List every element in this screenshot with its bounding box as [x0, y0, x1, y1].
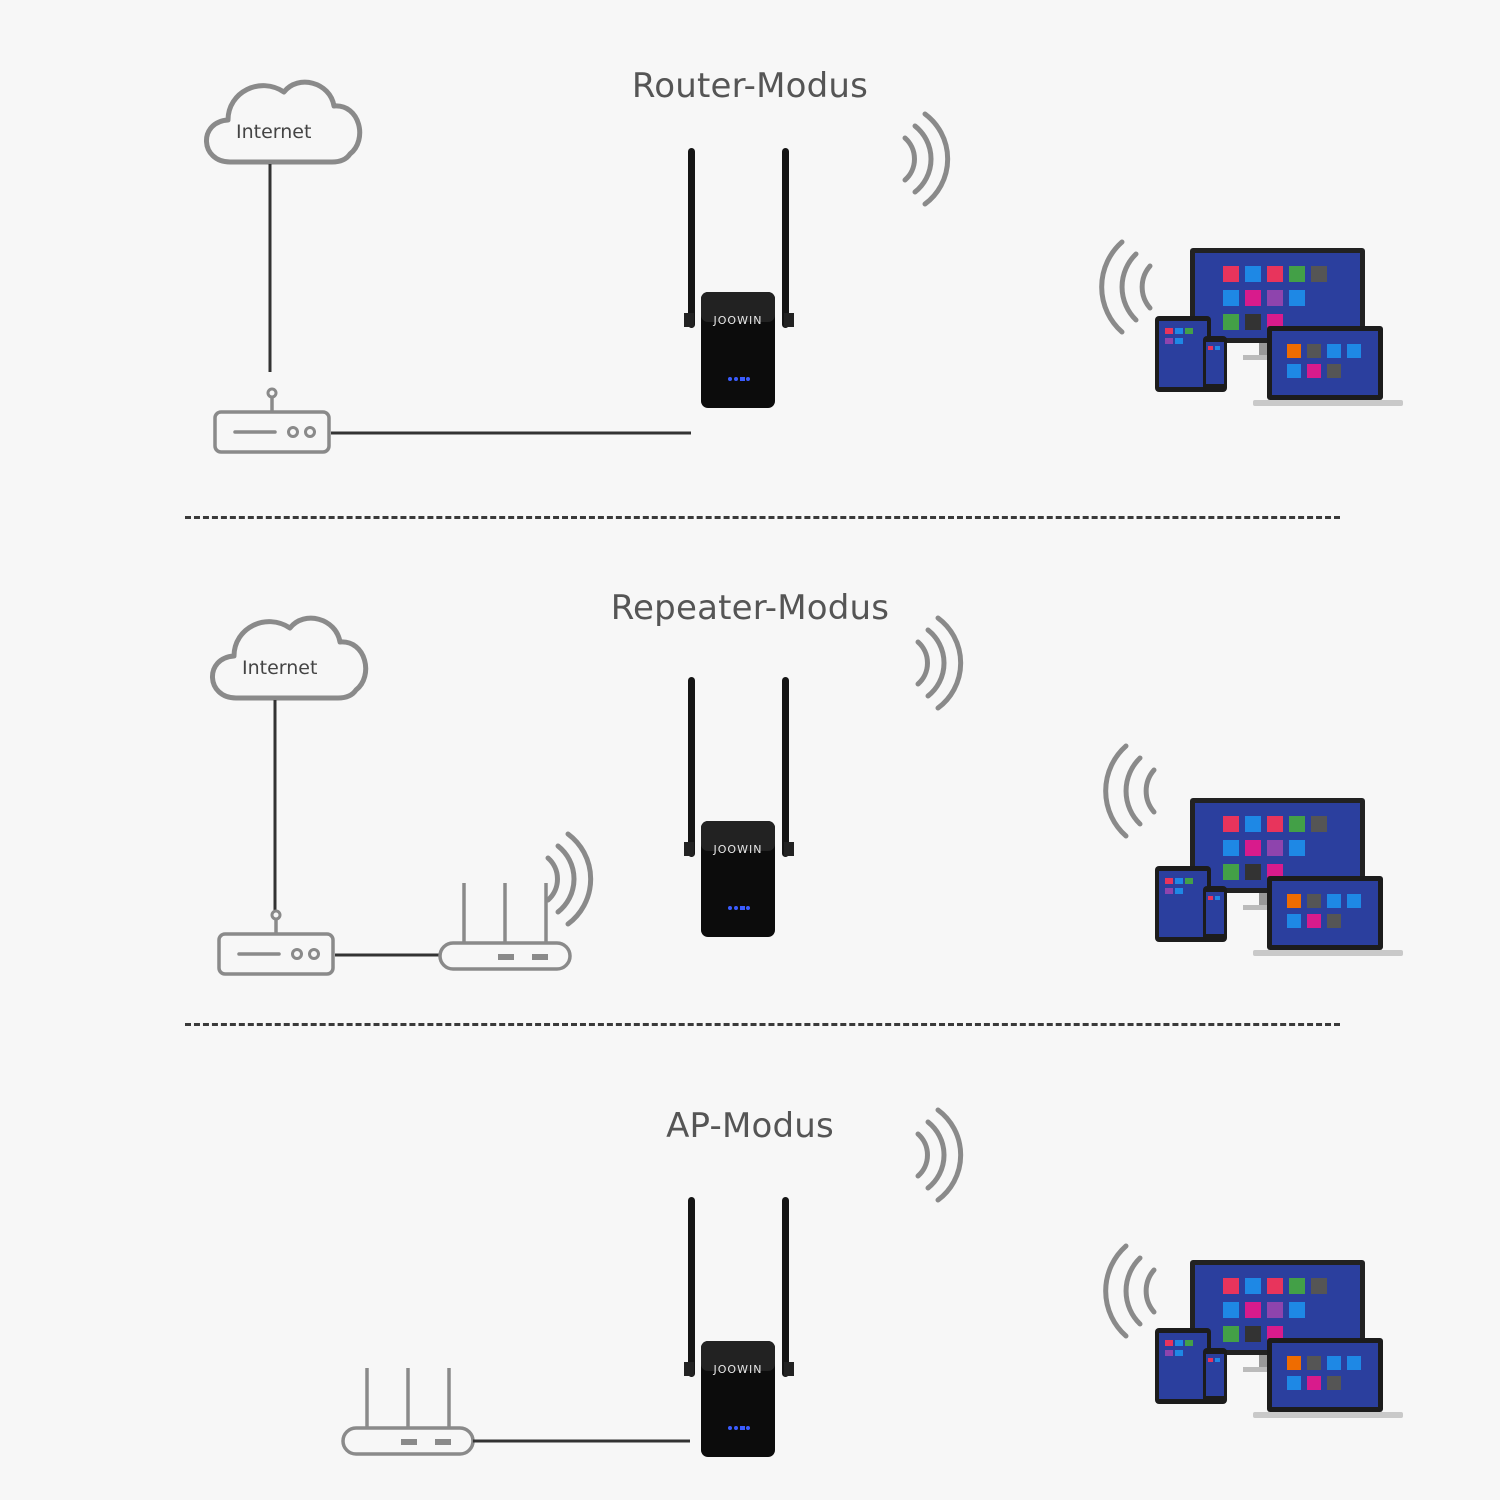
wifi-signal-icon: [1106, 746, 1154, 836]
cloud-label: Internet: [242, 657, 317, 679]
router-mode-section: Internet JOOWIN: [206, 82, 1403, 454]
cloud-label: Internet: [236, 121, 311, 143]
cloud-icon: Internet: [206, 82, 359, 162]
multi-device-icon: [1155, 1260, 1403, 1418]
device-brand: JOOWIN: [713, 314, 763, 327]
router-mode-title: Router-Modus: [631, 66, 869, 106]
router-icon: [341, 1366, 475, 1456]
wifi-signal-icon: [918, 618, 961, 708]
ap-mode-title: AP-Modus: [666, 1106, 834, 1146]
ap-mode-section: JOOWIN: [341, 1110, 1403, 1457]
modem-icon: [217, 909, 335, 976]
wifi-signal-icon: [905, 114, 948, 204]
modem-icon: [213, 387, 331, 454]
repeater-device: JOOWIN: [684, 148, 794, 408]
cloud-icon: Internet: [212, 618, 365, 698]
section-divider: [185, 1023, 1340, 1026]
device-brand: JOOWIN: [713, 1363, 763, 1376]
repeater-mode-title: Repeater-Modus: [610, 588, 890, 628]
wifi-signal-icon: [918, 1110, 961, 1200]
repeater-mode-section: Internet JOOWIN: [212, 618, 1403, 976]
wifi-signal-icon: [548, 834, 591, 924]
multi-device-icon: [1155, 798, 1403, 956]
section-divider: [185, 516, 1340, 519]
wifi-signal-icon: [1106, 1246, 1154, 1336]
multi-device-icon: [1155, 248, 1403, 406]
repeater-device: JOOWIN: [684, 677, 794, 937]
repeater-device: JOOWIN: [684, 1197, 794, 1457]
device-brand: JOOWIN: [713, 843, 763, 856]
wifi-signal-icon: [1102, 242, 1150, 332]
